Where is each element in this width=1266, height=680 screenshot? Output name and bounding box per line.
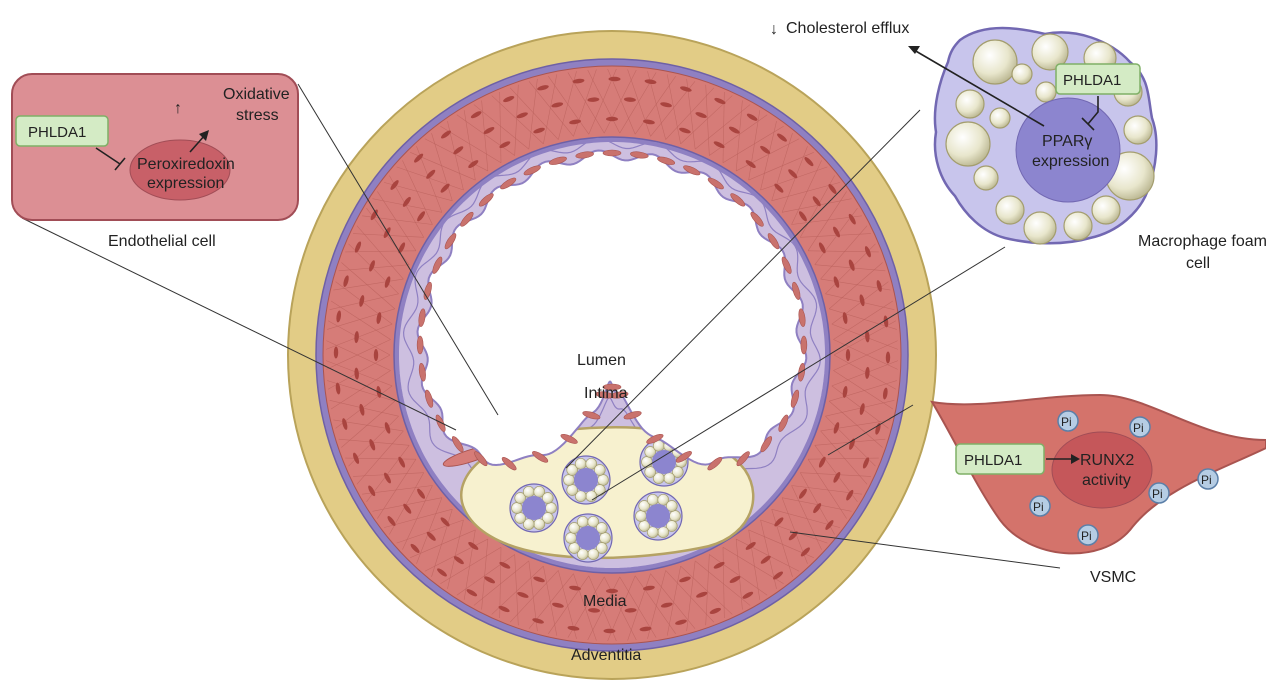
macrophage-nucleus — [1016, 98, 1120, 202]
pi-icon: Pi — [1130, 417, 1150, 437]
macrophage-nucleus-line2: expression — [1032, 153, 1109, 170]
oxidative-stress-line2: stress — [236, 107, 279, 124]
macrophage-caption-line1: Macrophage foam — [1138, 233, 1266, 250]
vsmc-nucleus-line2: activity — [1082, 472, 1131, 489]
vsmc-phlda1-label: PHLDA1 — [964, 452, 1022, 469]
svg-text:Pi: Pi — [1201, 473, 1212, 487]
label-lumen: Lumen — [577, 352, 626, 369]
svg-text:Pi: Pi — [1152, 487, 1163, 501]
pi-icon: Pi — [1078, 525, 1098, 545]
pi-icon: Pi — [1198, 469, 1218, 489]
pi-icon: Pi — [1149, 483, 1169, 503]
macrophage-nucleus-line1: PPARγ — [1042, 133, 1092, 150]
endothelial-cell-panel: PHLDA1 Peroxiredoxin expression ↑ Oxidat… — [12, 74, 298, 220]
pi-icon: Pi — [1058, 411, 1078, 431]
pi-icon: Pi — [1030, 496, 1050, 516]
svg-text:Pi: Pi — [1133, 421, 1144, 435]
svg-text:Pi: Pi — [1061, 415, 1072, 429]
label-adventitia: Adventitia — [571, 647, 641, 664]
macrophage-caption-line2: cell — [1186, 255, 1210, 272]
label-media: Media — [583, 593, 627, 610]
down-arrow-icon: ↓ — [770, 21, 778, 38]
cholesterol-efflux-label: Cholesterol efflux — [786, 20, 909, 37]
up-arrow-icon: ↑ — [174, 100, 182, 117]
macrophage-phlda1-label: PHLDA1 — [1063, 72, 1121, 89]
oxidative-stress-line1: Oxidative — [223, 86, 290, 103]
vsmc-nucleus-line1: RUNX2 — [1080, 452, 1134, 469]
vsmc-nucleus — [1052, 432, 1152, 508]
endothelial-phlda1-label: PHLDA1 — [28, 124, 86, 141]
svg-text:Pi: Pi — [1081, 529, 1092, 543]
endothelial-nucleus-line1: Peroxiredoxin — [137, 156, 235, 173]
vsmc-caption: VSMC — [1090, 569, 1136, 586]
vsmc-panel: PHLDA1 RUNX2 activity Pi Pi Pi Pi Pi Pi — [932, 395, 1266, 553]
endothelial-nucleus-line2: expression — [147, 175, 224, 192]
label-intima: Intima — [584, 385, 628, 402]
svg-text:Pi: Pi — [1033, 500, 1044, 514]
endothelial-caption: Endothelial cell — [108, 233, 216, 250]
